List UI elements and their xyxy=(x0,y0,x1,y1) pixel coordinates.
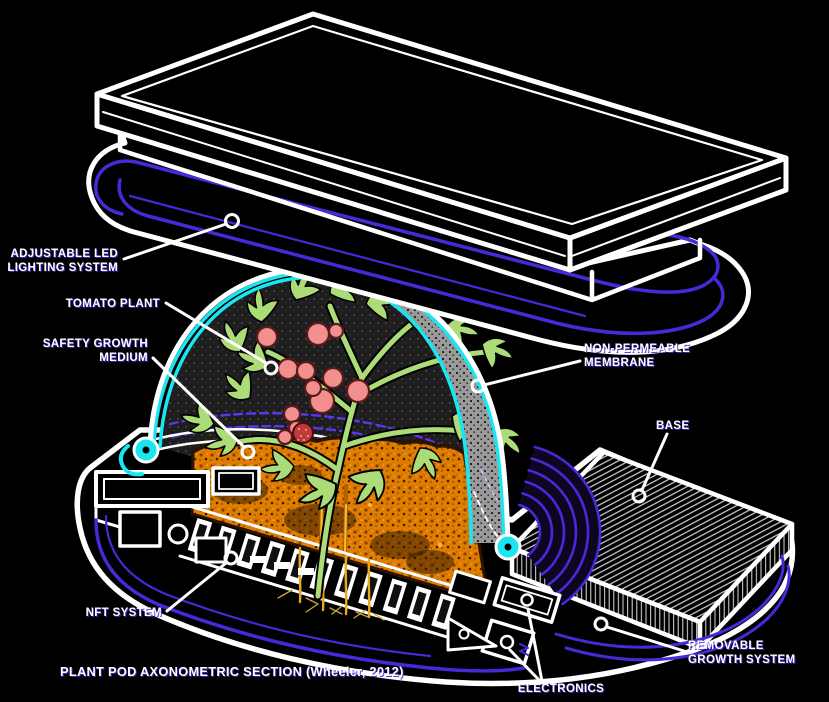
skirt-purple-line xyxy=(94,518,526,673)
tomato-fruit xyxy=(327,322,345,340)
label-nft-system: NFT SYSTEM xyxy=(86,607,162,619)
pipe-end xyxy=(167,523,189,545)
leader-led xyxy=(122,213,240,261)
label-growth-medium-line2: MEDIUM xyxy=(99,352,148,364)
tray-bracket xyxy=(94,470,210,508)
label-led-line1: ADJUSTABLE LED xyxy=(10,248,118,260)
left-section-structure xyxy=(94,466,526,673)
tomato-fruit xyxy=(255,325,279,349)
right-roller xyxy=(494,533,522,561)
lid-assembly xyxy=(86,11,789,355)
tomato-fruit xyxy=(303,378,323,398)
leader-base xyxy=(631,432,669,504)
tomato-fruit xyxy=(321,366,345,390)
diffuser-purple-line xyxy=(134,160,720,294)
label-electronics: ELECTRONICS xyxy=(518,683,604,695)
leader-medium xyxy=(151,356,256,460)
tomato-fruit xyxy=(276,428,294,446)
bracket-triangle xyxy=(446,616,498,652)
component-port xyxy=(499,634,515,650)
tomato-fruit xyxy=(345,378,371,404)
wiring-detail xyxy=(519,643,529,656)
labels: ADJUSTABLE LED LIGHTING SYSTEM TOMATO PL… xyxy=(7,248,795,695)
leader-tomato xyxy=(164,301,279,376)
leader-nft xyxy=(165,550,239,613)
label-base: BASE xyxy=(656,420,689,432)
leader-electronics xyxy=(508,607,544,683)
tomato-fruit xyxy=(276,357,300,381)
lid-top-face xyxy=(94,11,789,241)
left-roller xyxy=(118,436,160,477)
tomato-fruit xyxy=(305,321,331,347)
label-led-line2: LIGHTING SYSTEM xyxy=(7,262,118,274)
tomato-fruit xyxy=(295,360,317,382)
component-port xyxy=(520,593,534,607)
membrane-inner-edge xyxy=(158,275,473,545)
membrane-band xyxy=(312,271,504,543)
tomato-fruit xyxy=(282,404,302,424)
label-membrane-line1: NON-PERMEABLE xyxy=(584,343,690,355)
leader-membrane xyxy=(470,359,582,394)
strawberry-fruit xyxy=(292,422,314,444)
electronics-boxes xyxy=(446,569,562,666)
label-membrane-line2: MEMBRANE xyxy=(584,357,655,369)
leader-removable xyxy=(593,616,686,653)
lid-step-edge xyxy=(117,125,703,303)
label-tomato-plant: TOMATO PLANT xyxy=(66,298,160,310)
tray-bracket xyxy=(194,536,228,564)
leader-lines xyxy=(122,213,686,683)
tray-bracket xyxy=(118,510,162,548)
membrane-roll xyxy=(517,445,602,606)
label-growth-medium-line1: SAFETY GROWTH xyxy=(43,338,148,350)
diagram-title: PLANT POD AXONOMETRIC SECTION (Wheeler, … xyxy=(60,664,404,679)
label-removable-line2: GROWTH SYSTEM xyxy=(688,654,795,666)
label-removable-line1: REMOVABLE xyxy=(688,640,764,652)
electronics-box xyxy=(448,569,492,605)
